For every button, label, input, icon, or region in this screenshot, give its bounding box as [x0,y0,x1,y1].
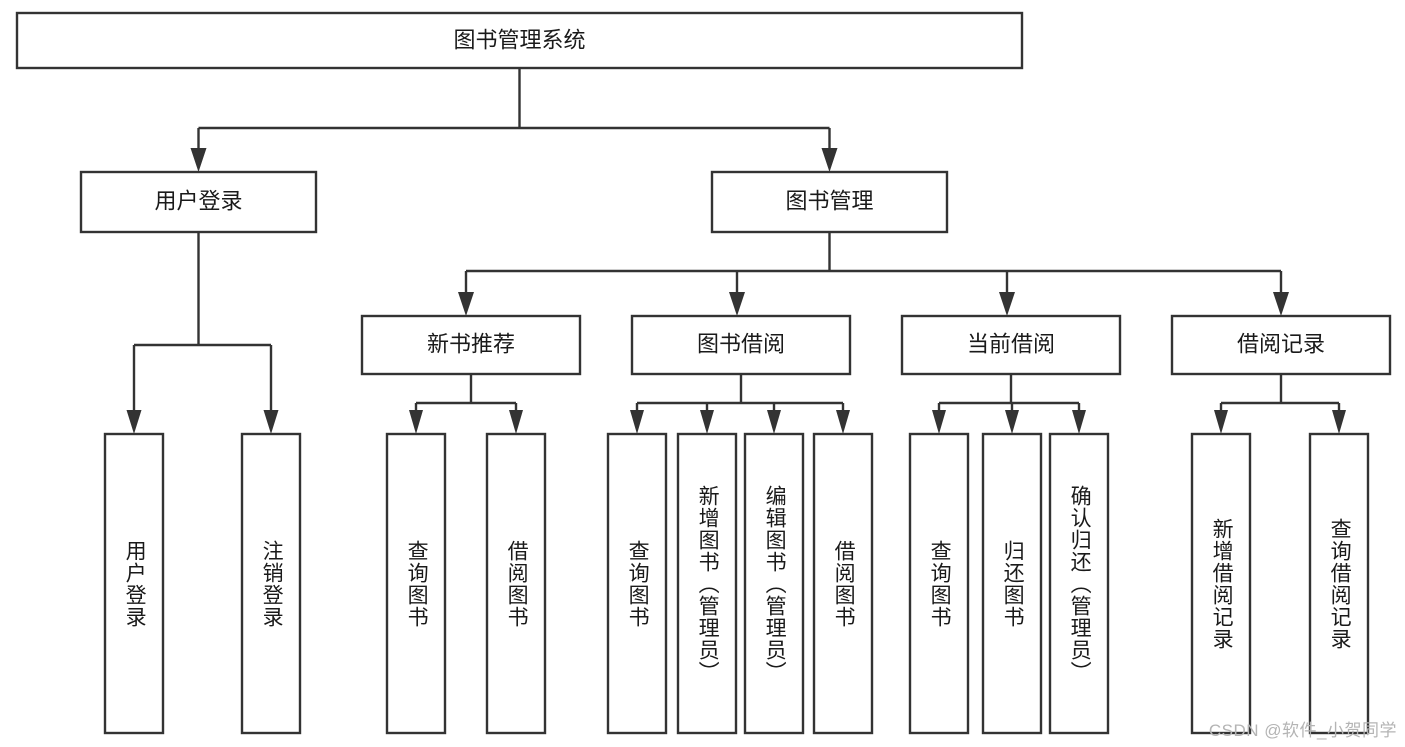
node-label-borrow-record: 借阅记录 [1237,331,1325,356]
connector-group-book-manage [458,232,1289,316]
arrow-head-book-borrow [729,292,745,316]
arrow-head-leaf-user-login [126,410,142,434]
node-label-book-borrow: 图书借阅 [697,331,785,356]
arrow-head-leaf-query-book-2 [630,410,644,434]
arrow-head-borrow-record [1273,292,1289,316]
connector-group-current-borrow [932,374,1086,434]
arrow-head-current-borrow [999,292,1015,316]
arrow-head-leaf-query-borrow-record [1332,410,1346,434]
node-label-user-login: 用户登录 [154,188,242,213]
node-label-current-borrow: 当前借阅 [967,331,1055,356]
connector-group-new-book-recommend [409,374,523,434]
node-box-leaf-borrow-book-2[interactable] [812,432,874,735]
arrow-head-leaf-add-borrow-record [1214,410,1228,434]
arrow-head-leaf-logout-login [263,410,279,434]
node-box-leaf-query-book-2[interactable] [606,432,668,735]
node-box-book-manage[interactable] [710,170,949,234]
arrow-head-leaf-add-book-admin [700,410,714,434]
node-box-leaf-add-book-admin[interactable] [676,432,738,735]
node-box-user-login[interactable] [79,170,318,234]
node-box-borrow-record[interactable] [1170,314,1392,376]
arrow-head-book-manage [821,148,838,172]
arrow-head-leaf-return-book [1005,410,1019,434]
node-box-new-book-recommend[interactable] [360,314,582,376]
arrow-head-new-book-recommend [458,292,474,316]
arrow-head-user-login [190,148,207,172]
node-box-leaf-confirm-return-admin[interactable] [1048,432,1110,735]
node-box-leaf-borrow-book-1[interactable] [485,432,547,735]
node-label-book-manage: 图书管理 [785,188,873,213]
node-box-leaf-query-book-1[interactable] [385,432,447,735]
node-box-leaf-user-login[interactable] [103,432,165,735]
arrow-head-leaf-confirm-return-admin [1072,410,1086,434]
node-label-new-book-recommend: 新书推荐 [427,331,515,356]
node-box-book-borrow[interactable] [630,314,852,376]
watermark-text: CSDN @软件_小贺同学 [1208,721,1397,740]
node-label-root: 图书管理系统 [453,27,585,52]
connector-group-root [190,68,838,172]
node-box-leaf-return-book[interactable] [981,432,1043,735]
connector-group-user-login [126,232,279,434]
node-box-leaf-add-borrow-record[interactable] [1190,432,1252,735]
arrow-head-leaf-query-book-1 [409,410,423,434]
node-box-leaf-logout-login[interactable] [240,432,302,735]
connector-group-borrow-record [1214,374,1346,434]
node-box-current-borrow[interactable] [900,314,1122,376]
node-box-leaf-query-borrow-record[interactable] [1308,432,1370,735]
node-box-leaf-query-book-3[interactable] [908,432,970,735]
connector-group-book-borrow [630,374,850,434]
node-box-leaf-edit-book-admin[interactable] [743,432,805,735]
arrow-head-leaf-borrow-book-2 [836,410,850,434]
arrow-head-leaf-query-book-3 [932,410,946,434]
arrow-head-leaf-edit-book-admin [767,410,781,434]
node-box-root[interactable] [15,11,1024,70]
arrow-head-leaf-borrow-book-1 [509,410,523,434]
